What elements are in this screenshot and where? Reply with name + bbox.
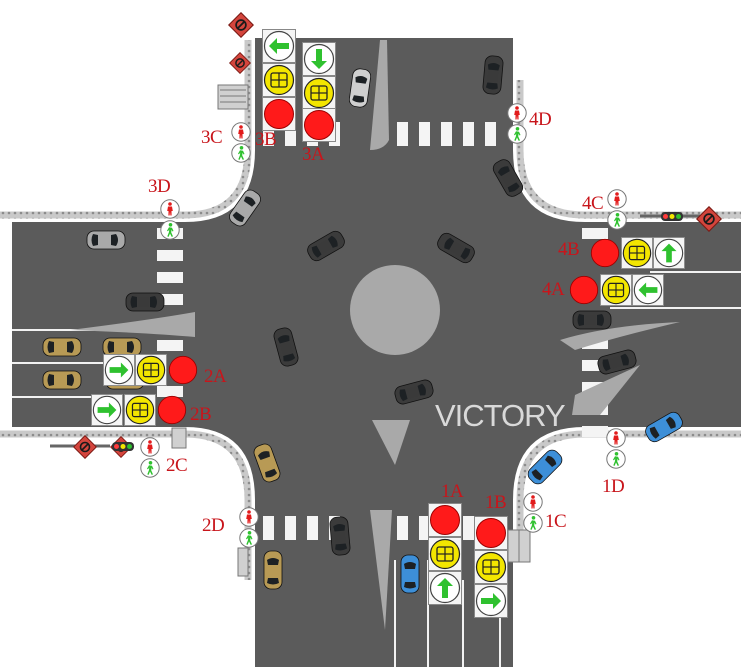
pedestrian-icon	[607, 210, 627, 230]
pedestrian-icon	[239, 528, 259, 548]
signal-label-1a: 1A	[441, 481, 464, 502]
right-arrow-icon	[474, 584, 508, 618]
countdown-display	[428, 537, 462, 571]
signal-label-4c: 4C	[582, 193, 604, 214]
signal-2a	[103, 354, 198, 386]
countdown-display	[474, 550, 508, 584]
pedestrian-icon	[606, 428, 626, 448]
red-light	[302, 108, 336, 142]
signal-1b	[474, 516, 508, 618]
pedestrian-icon	[231, 143, 251, 163]
signal-label-1d: 1D	[602, 476, 625, 497]
up-arrow-icon	[428, 571, 462, 605]
car-icon	[328, 515, 352, 557]
ped-signal-2c	[140, 437, 160, 478]
mini-traffic-light	[112, 442, 134, 451]
signal-label-2a: 2A	[204, 366, 227, 387]
signal-1a	[428, 503, 462, 605]
signal-label-3c: 3C	[201, 127, 223, 148]
no-turn-sign-icon	[73, 435, 97, 459]
signal-label-4a: 4A	[542, 279, 565, 300]
car-icon	[42, 370, 82, 390]
signal-label-3b: 3B	[255, 129, 277, 150]
ped-signal-4c	[607, 189, 627, 230]
signal-label-2c: 2C	[166, 455, 188, 476]
curbs	[0, 40, 741, 580]
ped-signal-1c	[523, 492, 543, 533]
down-arrow-icon	[302, 42, 336, 76]
red-light	[157, 395, 187, 425]
signal-label-4d: 4D	[529, 109, 552, 130]
pedestrian-icon	[507, 124, 527, 144]
signal-4b	[590, 237, 685, 269]
mini-traffic-light	[661, 212, 683, 221]
car-icon	[481, 54, 505, 96]
pedestrian-icon	[523, 492, 543, 512]
countdown-display	[621, 237, 653, 269]
countdown-display	[302, 76, 336, 110]
left-arrow-icon	[262, 29, 296, 63]
left-arrow-icon	[632, 274, 664, 306]
traffic-islands	[70, 40, 680, 630]
red-light	[474, 516, 508, 550]
place-name-label: VICTORY	[435, 398, 566, 433]
pedestrian-icon	[606, 449, 626, 469]
red-light	[262, 97, 296, 131]
signal-label-4b: 4B	[558, 239, 580, 260]
signal-label-1b: 1B	[485, 492, 507, 513]
red-light	[569, 275, 599, 305]
car-icon	[102, 337, 142, 357]
ped-signal-3d	[160, 199, 180, 240]
signal-label-2b: 2B	[190, 404, 212, 425]
signal-label-2d: 2D	[202, 515, 225, 536]
car-icon	[400, 554, 420, 594]
signal-3b	[262, 29, 296, 131]
signal-label-3a: 3A	[302, 144, 325, 165]
countdown-display	[600, 274, 632, 306]
car-icon	[263, 550, 283, 590]
signal-label-3d: 3D	[148, 176, 171, 197]
red-light	[168, 355, 198, 385]
red-light	[590, 238, 620, 268]
car-icon	[86, 230, 126, 250]
countdown-display	[262, 63, 296, 97]
countdown-display	[135, 354, 167, 386]
pedestrian-icon	[523, 513, 543, 533]
signs	[73, 12, 722, 459]
signal-2b	[91, 394, 187, 426]
pedestrian-icon	[140, 458, 160, 478]
right-arrow-icon	[103, 354, 135, 386]
pedestrian-icon	[140, 437, 160, 457]
no-turn-sign-icon	[228, 12, 254, 38]
car-icon	[572, 310, 612, 330]
countdown-display	[124, 394, 156, 426]
right-arrow-icon	[91, 394, 123, 426]
pedestrian-icon	[231, 122, 251, 142]
pedestrian-icon	[607, 189, 627, 209]
pedestrian-icon	[160, 220, 180, 240]
up-arrow-icon	[653, 237, 685, 269]
pedestrian-icon	[160, 199, 180, 219]
roundabout-center	[350, 265, 440, 355]
car-icon	[42, 337, 82, 357]
signal-label-1c: 1C	[545, 511, 567, 532]
poles	[50, 84, 700, 577]
signal-4a	[569, 274, 664, 306]
pedestrian-icon	[507, 103, 527, 123]
signal-3a	[302, 42, 336, 142]
car-icon	[125, 292, 165, 312]
ped-signal-1d	[606, 428, 626, 469]
pedestrian-icon	[239, 507, 259, 527]
red-light	[428, 503, 462, 537]
